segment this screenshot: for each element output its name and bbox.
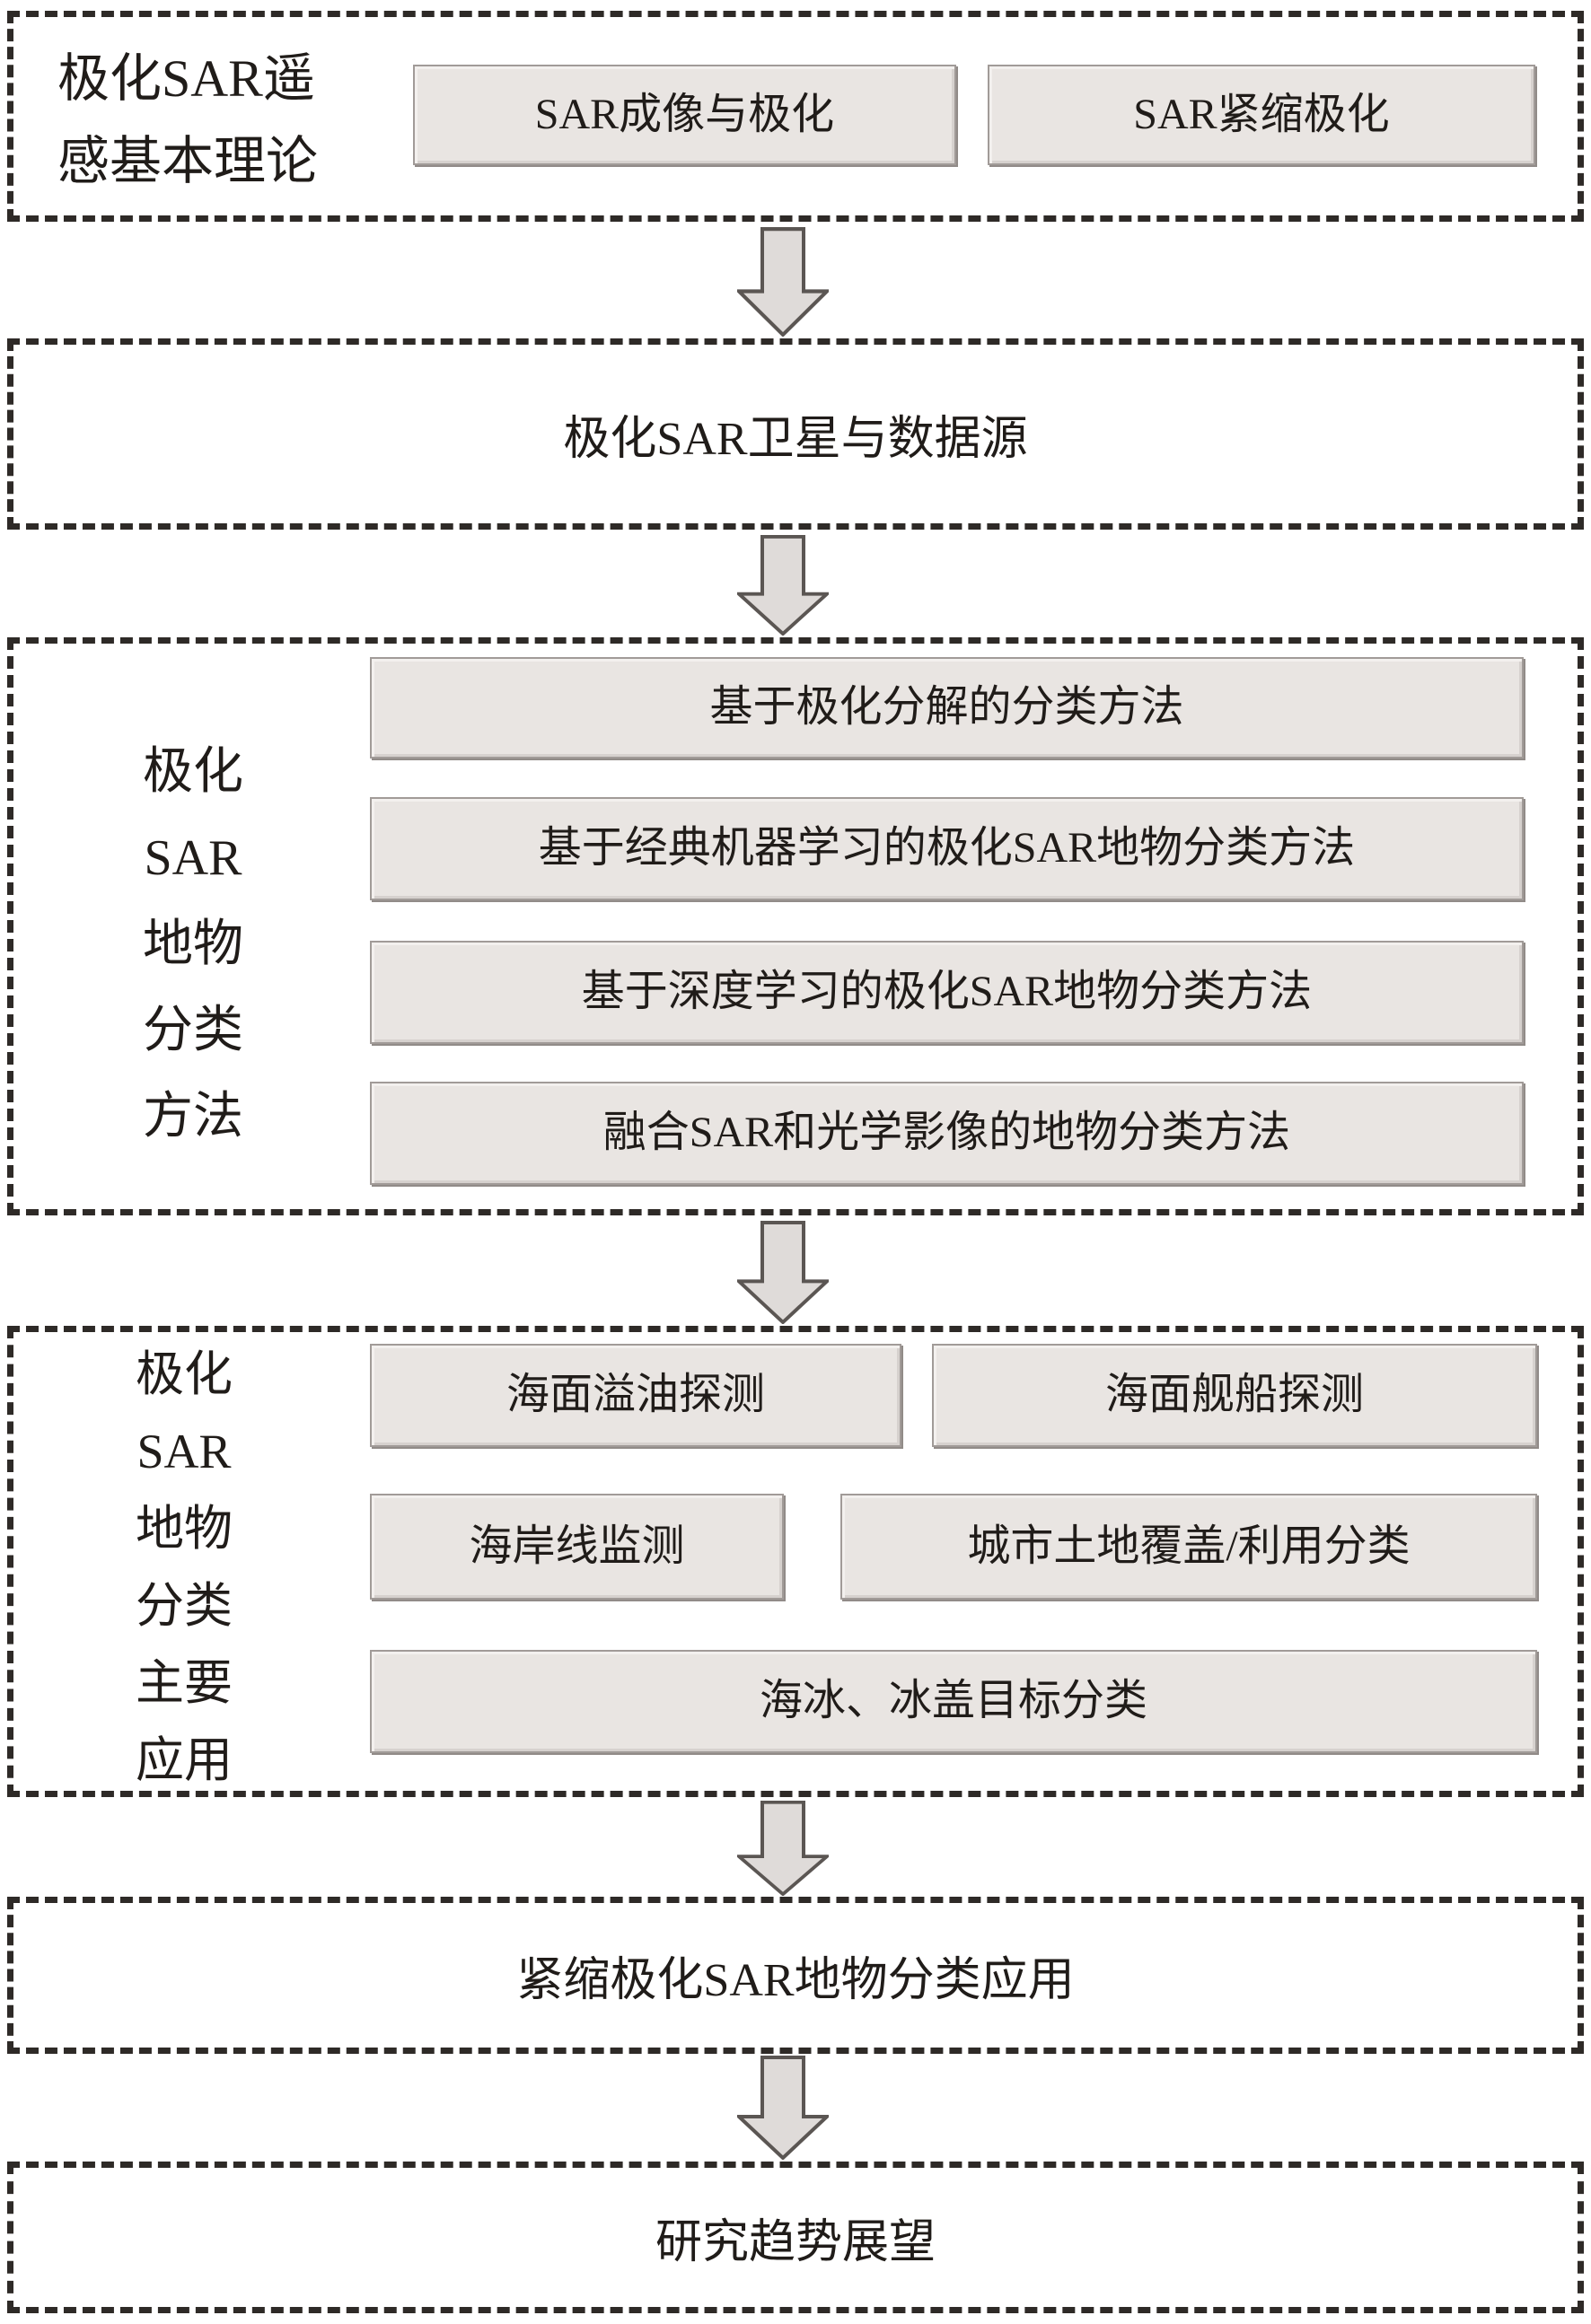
label-line: 极化	[143, 744, 243, 800]
flow-arrow-2	[737, 535, 829, 636]
basic-theory-side-label: 极化SAR遥 感基本理论	[57, 38, 363, 203]
label-line: 分类	[136, 1579, 233, 1633]
box-sar-optical-fusion-method: 融合SAR和光学影像的地物分类方法	[370, 1082, 1524, 1185]
section-main-applications	[7, 1326, 1584, 1797]
label-line: SAR	[144, 830, 242, 886]
box-sea-ice-ice-sheet-classification: 海冰、冰盖目标分类	[370, 1650, 1537, 1753]
label-line: 主要	[136, 1656, 233, 1710]
classification-methods-side-label: 极化 SAR 地物 分类 方法	[112, 729, 274, 1160]
main-applications-side-label: 极化 SAR 地物 分类 主要 应用	[103, 1336, 265, 1799]
flow-arrow-1	[737, 227, 829, 337]
down-arrow-icon	[737, 1801, 829, 1896]
research-outlook-text: 研究趋势展望	[655, 2217, 936, 2268]
section-classification-methods	[7, 637, 1584, 1215]
down-arrow-icon	[737, 227, 829, 337]
box-urban-landcover-landuse-classification: 城市土地覆盖/利用分类	[840, 1494, 1537, 1600]
box-polarimetric-decomposition-method: 基于极化分解的分类方法	[370, 657, 1524, 759]
down-arrow-icon	[737, 2056, 829, 2160]
satellites-data-sources-text: 极化SAR卫星与数据源	[563, 414, 1028, 465]
label-line: 方法	[143, 1089, 243, 1144]
label-line: 极化	[136, 1347, 233, 1401]
flow-arrow-3	[737, 1221, 829, 1324]
label-line: 应用	[136, 1733, 233, 1787]
section-compact-pol-application	[7, 1897, 1584, 2054]
label-line: 分类	[143, 1003, 243, 1058]
flow-arrow-4	[737, 1801, 829, 1896]
section-research-outlook	[7, 2162, 1584, 2313]
box-coastline-monitoring: 海岸线监测	[370, 1494, 784, 1600]
label-line: 极化SAR遥	[57, 49, 315, 108]
down-arrow-icon	[737, 1221, 829, 1324]
label-line: SAR	[136, 1425, 232, 1478]
label-line: 感基本理论	[57, 132, 319, 190]
box-sar-compact-polarimetry: SAR紧缩极化	[988, 65, 1535, 165]
section-satellites-data-sources	[7, 338, 1584, 530]
box-sea-ship-detection: 海面舰船探测	[932, 1344, 1537, 1447]
compact-pol-application-text: 紧缩极化SAR地物分类应用	[516, 1955, 1075, 2006]
box-classic-machine-learning-method: 基于经典机器学习的极化SAR地物分类方法	[370, 797, 1524, 900]
label-line: 地物	[136, 1502, 233, 1556]
box-sar-imaging-and-polarimetry: SAR成像与极化	[413, 65, 956, 165]
flow-arrow-5	[737, 2056, 829, 2160]
down-arrow-icon	[737, 535, 829, 636]
box-sea-oil-spill-detection: 海面溢油探测	[370, 1344, 901, 1447]
box-deep-learning-method: 基于深度学习的极化SAR地物分类方法	[370, 941, 1524, 1044]
label-line: 地物	[143, 916, 243, 972]
section-basic-theory	[7, 11, 1584, 222]
